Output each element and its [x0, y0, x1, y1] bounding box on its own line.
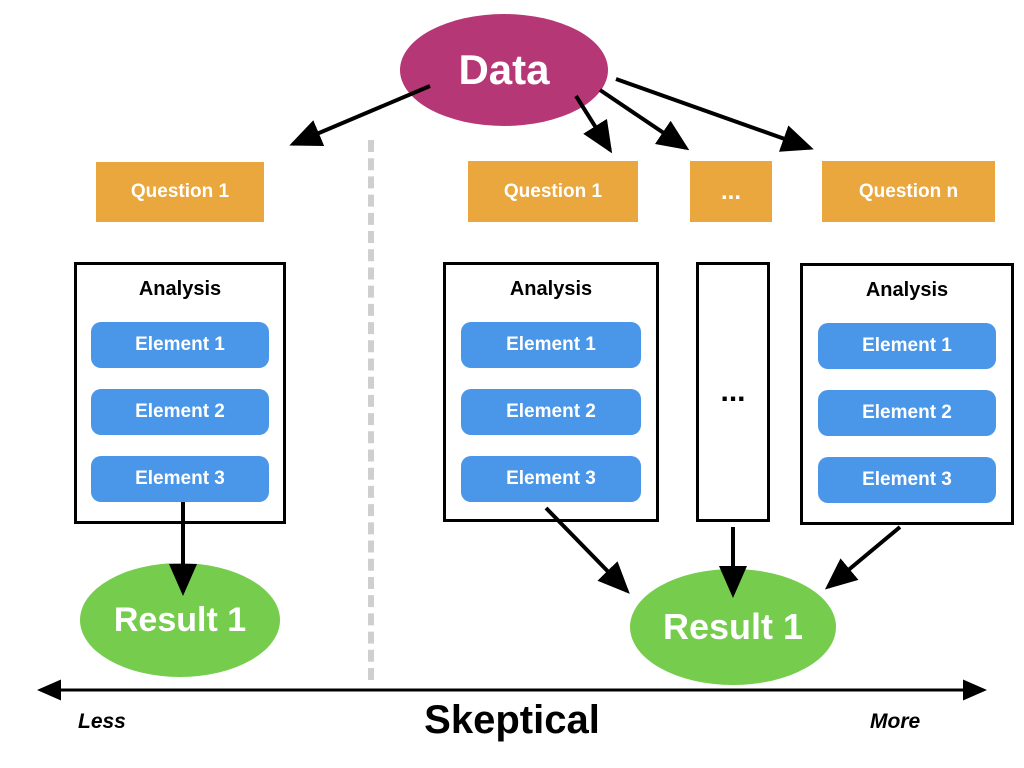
data-node-label: Data [458, 46, 550, 93]
question-label: Question 1 [130, 181, 230, 202]
analysis-elements: Element 1 Element 2 Element 3 [446, 322, 656, 502]
element-box: Element 3 [460, 456, 642, 502]
axis-label-skeptical: Skeptical [424, 698, 600, 742]
dots-label: ... [720, 375, 746, 408]
element-box: Element 3 [817, 457, 997, 503]
divider-dashed-line [368, 140, 374, 680]
question-box-right-dots: ... [690, 161, 772, 222]
question-box-left: Question 1 [96, 162, 264, 222]
analysis-title: Analysis [138, 278, 222, 300]
analysis-title: Analysis [509, 278, 593, 300]
result-node-left: Result 1 [80, 563, 280, 677]
analysis-box-left: Analysis Element 1 Element 2 Element 3 [74, 262, 286, 524]
axis-label-more: More [870, 710, 921, 733]
analysis-box-right-1: Analysis Element 1 Element 2 Element 3 [443, 262, 659, 522]
question-label: Question n [858, 180, 959, 202]
analysis-box-right-n: Analysis Element 1 Element 2 Element 3 [800, 263, 1014, 525]
analysis-title: Analysis [865, 279, 949, 301]
arrow-data-to-right-question-dots [598, 88, 690, 151]
element-box: Element 2 [460, 389, 642, 435]
result-node-right: Result 1 [630, 569, 836, 685]
question-box-right-n: Question n [822, 161, 995, 222]
element-box: Element 2 [817, 390, 997, 436]
element-box: Element 1 [91, 322, 269, 368]
element-box: Element 3 [91, 456, 269, 502]
arrow-data-to-left-question [289, 84, 431, 146]
result-label: Result 1 [113, 600, 247, 639]
axis-label-less: Less [78, 710, 126, 733]
result-label: Result 1 [662, 606, 804, 647]
arrow-data-to-right-question-n [615, 77, 814, 152]
element-box: Element 1 [460, 322, 642, 368]
analysis-elements: Element 1 Element 2 Element 3 [803, 323, 1011, 503]
element-box: Element 1 [817, 323, 997, 369]
element-box: Element 2 [91, 389, 269, 435]
question-box-right-1: Question 1 [468, 161, 638, 222]
analysis-box-right-dots: ... [696, 262, 770, 522]
question-label: ... [720, 177, 741, 205]
data-node: Data [400, 14, 608, 126]
analysis-elements: Element 1 Element 2 Element 3 [77, 322, 283, 502]
arrow-right-analysis-n-to-result [824, 525, 902, 590]
question-label: Question 1 [503, 180, 603, 202]
